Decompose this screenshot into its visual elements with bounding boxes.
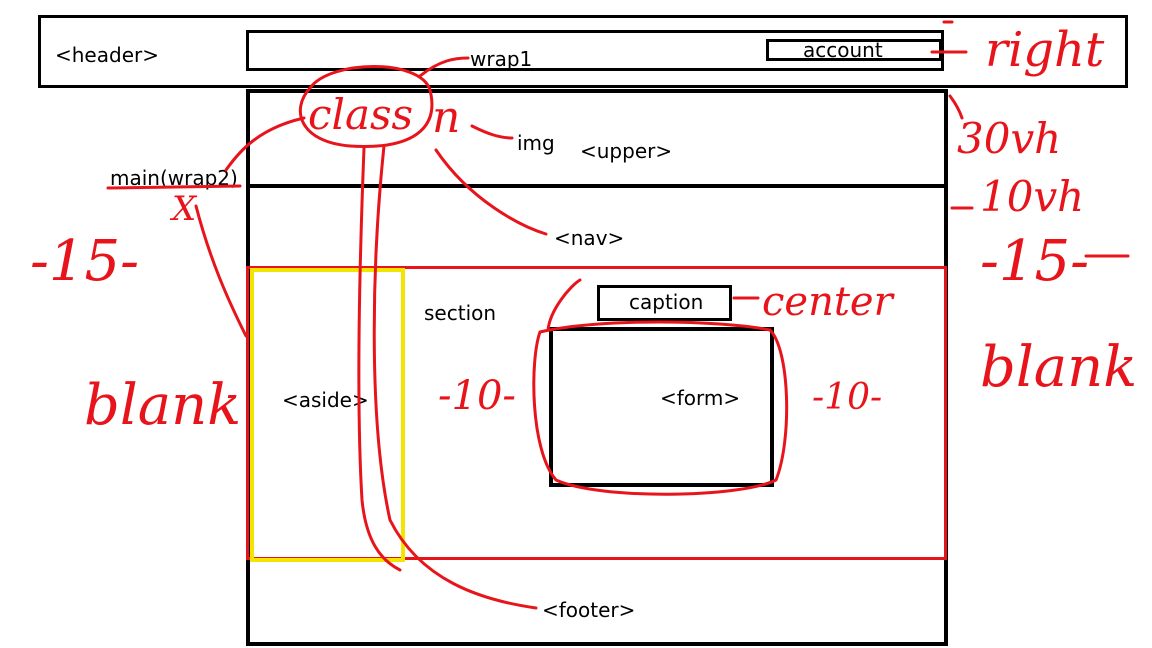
section-box bbox=[246, 266, 947, 560]
main-underline bbox=[106, 184, 242, 190]
class-circle bbox=[299, 65, 434, 149]
annotation-right: right bbox=[985, 22, 1105, 78]
account-box bbox=[766, 39, 942, 61]
annotation-blank-left: blank bbox=[84, 373, 242, 438]
aside-label: <aside> bbox=[282, 388, 369, 412]
section-label: section bbox=[424, 301, 497, 325]
caption-label: caption bbox=[629, 290, 704, 314]
annotation-30vh: 30vh bbox=[957, 114, 1062, 163]
nav-label: <nav> bbox=[554, 226, 625, 250]
wrap1-label: wrap1 bbox=[470, 47, 533, 71]
form-label: <form> bbox=[660, 386, 741, 410]
form-box bbox=[549, 327, 774, 487]
annotation-blank-right: blank bbox=[980, 335, 1138, 400]
annotation-form-left: -10- bbox=[438, 373, 516, 419]
annotation-left-margin: -15- bbox=[30, 229, 140, 294]
x-aside-pointer bbox=[194, 204, 248, 338]
annotation-form-right: -10- bbox=[812, 377, 883, 418]
annotation-class: class bbox=[308, 90, 414, 139]
upper-divider bbox=[246, 184, 948, 188]
account-label: account bbox=[803, 38, 883, 62]
header-label: <header> bbox=[55, 43, 159, 67]
annotation-n: n bbox=[432, 92, 461, 143]
annotation-x: X bbox=[172, 189, 197, 229]
header-box bbox=[38, 15, 1128, 88]
n-img-pointer bbox=[470, 124, 514, 140]
main-label: main(wrap2) bbox=[110, 166, 238, 190]
caption-arc bbox=[546, 278, 582, 332]
n-nav-pointer bbox=[434, 148, 548, 236]
class-footer-line bbox=[372, 144, 538, 610]
aside-box bbox=[250, 268, 405, 562]
wrap1-pointer bbox=[418, 56, 470, 78]
annotation-10vh: 10vh bbox=[980, 172, 1085, 221]
form-circle bbox=[532, 320, 789, 496]
annotation-right-margin: -15- bbox=[980, 229, 1090, 294]
class-main-pointer bbox=[224, 116, 306, 172]
upper-label: <upper> bbox=[580, 139, 673, 163]
caption-box bbox=[597, 285, 732, 321]
img-label: img bbox=[517, 131, 555, 155]
footer-label: <footer> bbox=[542, 598, 636, 622]
vh30-marker bbox=[948, 94, 964, 120]
class-aside-line bbox=[357, 146, 402, 572]
annotation-center: center bbox=[762, 279, 893, 325]
